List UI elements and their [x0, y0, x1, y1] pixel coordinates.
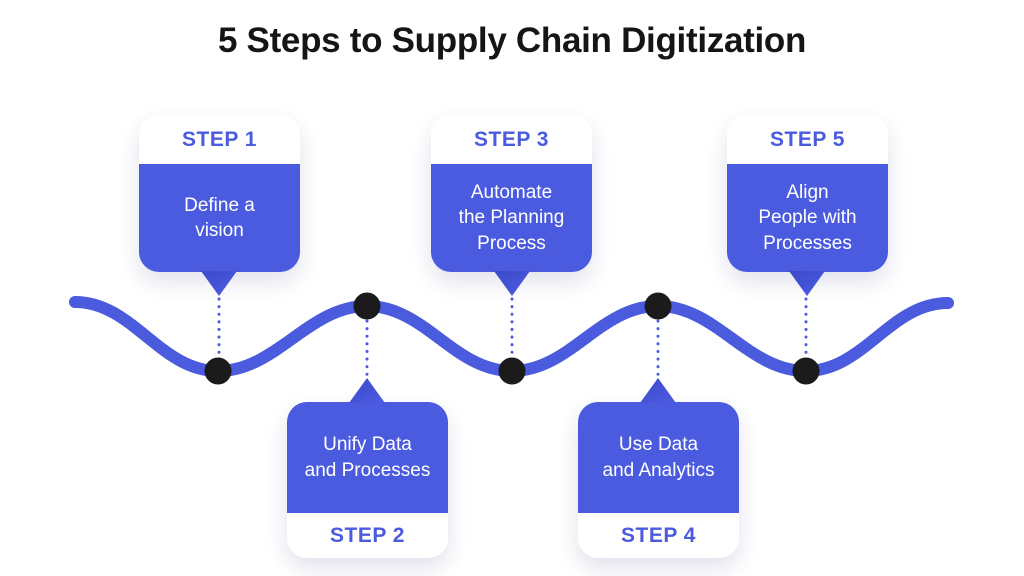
step-1-text: Define a vision: [139, 164, 300, 272]
pointer-down-step-3: [494, 271, 530, 296]
timeline-dot-step-2: [353, 292, 381, 320]
step-3-text: Automate the Planning Process: [431, 164, 592, 272]
step-card-5: STEP 5 Align People with Processes: [727, 115, 888, 272]
step-3-label: STEP 3: [431, 115, 592, 164]
step-card-1: STEP 1 Define a vision: [139, 115, 300, 272]
timeline-dot-step-3: [498, 357, 526, 385]
step-5-label: STEP 5: [727, 115, 888, 164]
step-1-label: STEP 1: [139, 115, 300, 164]
step-card-3: STEP 3 Automate the Planning Process: [431, 115, 592, 272]
timeline-dot-step-4: [644, 292, 672, 320]
page-title: 5 Steps to Supply Chain Digitization: [217, 21, 807, 60]
step-card-2: Unify Data and Processes STEP 2: [287, 402, 448, 558]
step-2-label: STEP 2: [287, 513, 448, 558]
step-4-text: Use Data and Analytics: [578, 402, 739, 513]
step-5-text: Align People with Processes: [727, 164, 888, 272]
pointer-up-step-2: [349, 378, 385, 403]
pointer-down-step-5: [789, 271, 825, 296]
step-4-label: STEP 4: [578, 513, 739, 558]
step-card-4: Use Data and Analytics STEP 4: [578, 402, 739, 558]
timeline-dot-step-1: [204, 357, 232, 385]
pointer-down-step-1: [201, 271, 237, 296]
step-2-text: Unify Data and Processes: [287, 402, 448, 513]
pointer-up-step-4: [640, 378, 676, 403]
timeline-dot-step-5: [792, 357, 820, 385]
